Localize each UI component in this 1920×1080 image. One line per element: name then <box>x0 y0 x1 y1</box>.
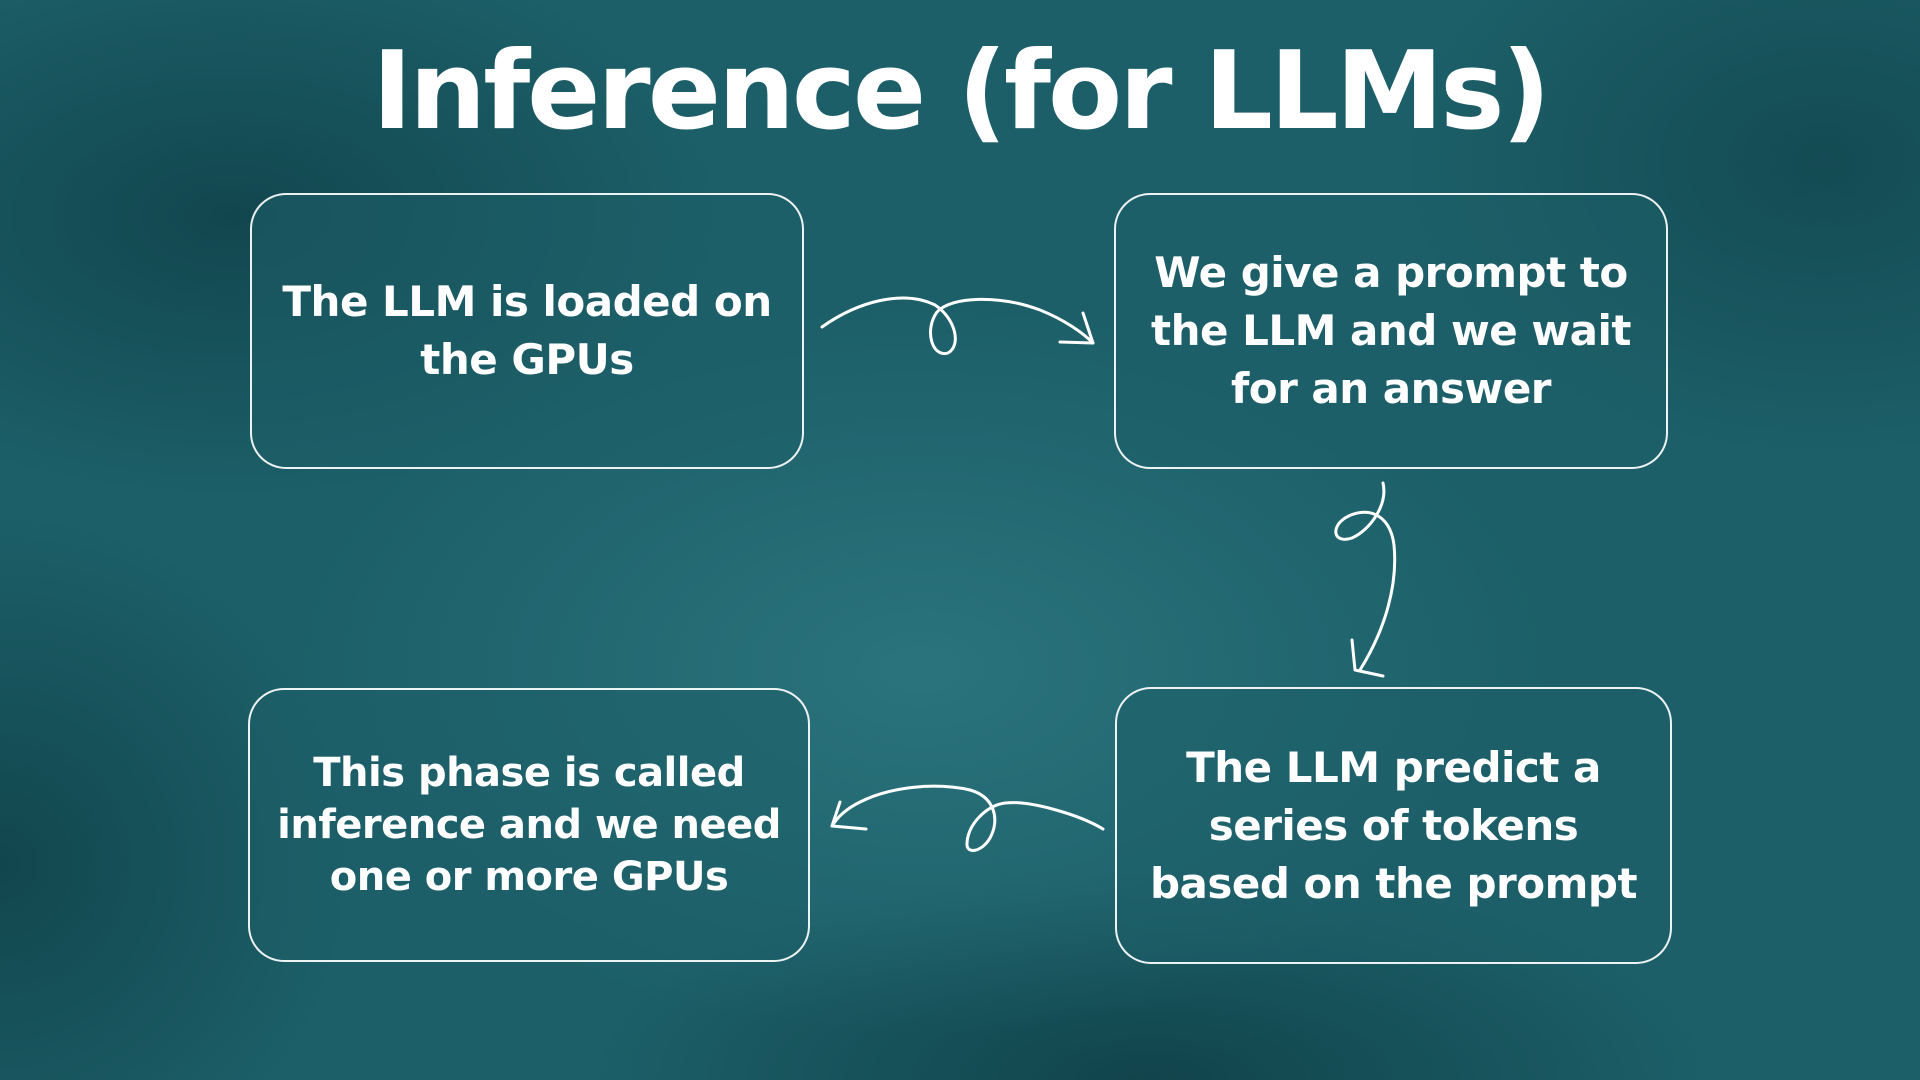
curly-arrow-left-icon <box>830 784 1105 852</box>
step-box-give-prompt: We give a prompt to the LLM and we wait … <box>1114 193 1668 469</box>
step-text-load-llm: The LLM is loaded on the GPUs <box>282 277 772 384</box>
step-text-predict-tokens: The LLM predict a series of tokens based… <box>1149 742 1638 908</box>
step-box-load-llm: The LLM is loaded on the GPUs <box>250 193 804 469</box>
slide-title: Inference (for LLMs) <box>372 29 1551 154</box>
step-box-inference-phase: This phase is called inference and we ne… <box>248 688 810 962</box>
step-text-inference-phase: This phase is called inference and we ne… <box>277 750 781 900</box>
curly-arrow-down-icon <box>1334 481 1397 678</box>
step-box-predict-tokens: The LLM predict a series of tokens based… <box>1115 687 1672 964</box>
curly-arrow-right-icon <box>820 296 1095 355</box>
step-text-give-prompt: We give a prompt to the LLM and we wait … <box>1151 248 1631 413</box>
